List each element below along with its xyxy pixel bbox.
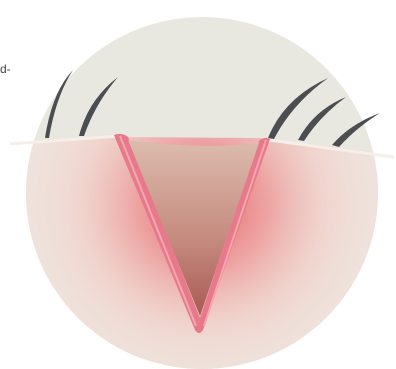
cropped-edge-label: d- <box>0 62 11 76</box>
